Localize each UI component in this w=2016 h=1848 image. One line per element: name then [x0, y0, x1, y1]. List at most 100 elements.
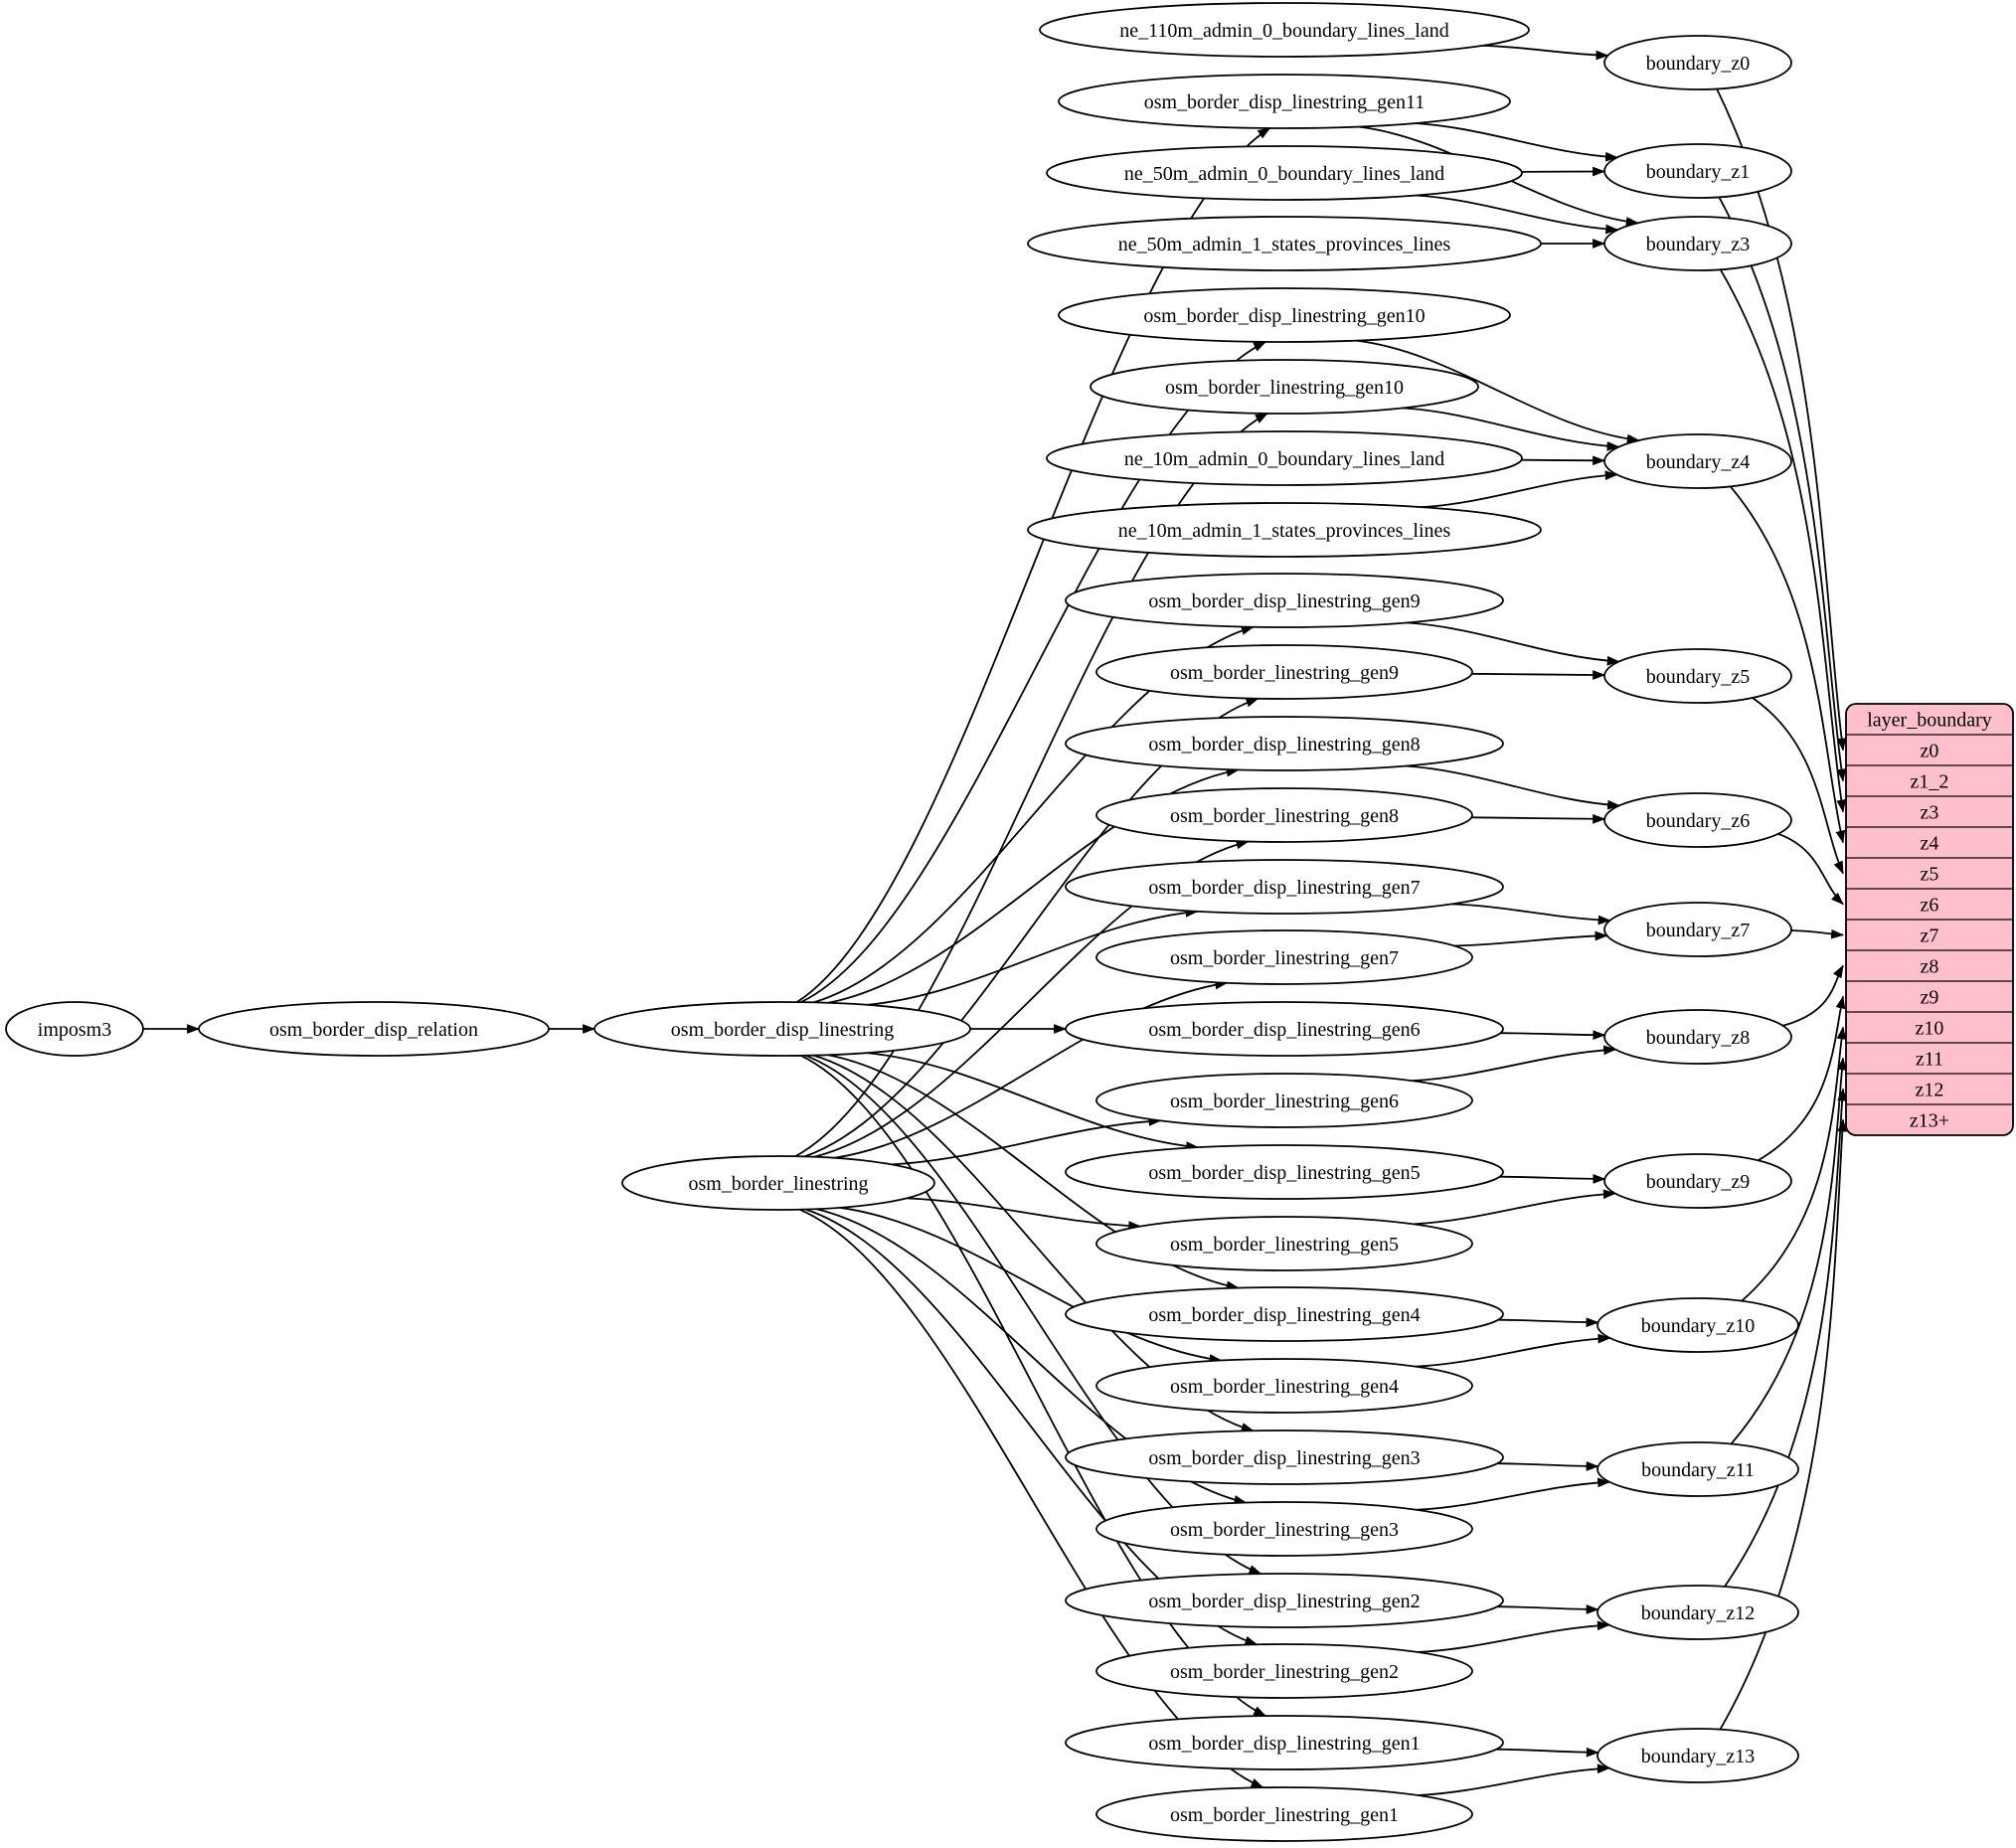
node-shape-osm_border_disp_linestring_gen10: [1058, 287, 1511, 343]
edge-boundary_z5-to-layer_boundary:z5: [1752, 697, 1844, 875]
node-shape-boundary_z12: [1596, 1585, 1799, 1640]
node-osm_border_linestring: osm_border_linestring: [621, 1155, 935, 1211]
node-label-imposm3: imposm3: [38, 1019, 111, 1041]
node-osm_border_disp_linestring_gen2: osm_border_disp_linestring_gen2: [1065, 1573, 1504, 1628]
node-shape-osm_border_linestring_gen9: [1095, 644, 1473, 700]
node-shape-osm_border_linestring_gen8: [1095, 787, 1473, 843]
edge-osm_border_linestring-to-osm_border_linestring_gen5: [906, 1197, 1142, 1231]
node-shape-boundary_z8: [1603, 1009, 1792, 1065]
node-label-osm_border_disp_linestring_gen2: osm_border_disp_linestring_gen2: [1148, 1591, 1420, 1612]
node-osm_border_linestring_gen2: osm_border_linestring_gen2: [1095, 1643, 1473, 1699]
node-label-osm_border_disp_linestring_gen4: osm_border_disp_linestring_gen4: [1148, 1304, 1420, 1326]
table-row-z13+: z13+: [1910, 1110, 1949, 1132]
edge-osm_border_disp_linestring-to-osm_border_disp_linestring_gen5: [866, 1052, 1200, 1151]
node-osm_border_disp_linestring_gen5: osm_border_disp_linestring_gen5: [1065, 1144, 1504, 1200]
node-shape-osm_border_linestring_gen10: [1090, 359, 1479, 415]
node-boundary_z10: boundary_z10: [1596, 1297, 1799, 1353]
edge-osm_border_disp_linestring-to-osm_border_disp_linestring_gen11: [796, 127, 1271, 1003]
node-shape-osm_border_linestring_gen6: [1095, 1073, 1473, 1128]
node-shape-boundary_z5: [1603, 648, 1792, 704]
node-shape-boundary_z13: [1596, 1728, 1799, 1783]
node-label-ne_50m_admin_0_boundary_lines_land: ne_50m_admin_0_boundary_lines_land: [1124, 163, 1444, 185]
node-shape-osm_border_disp_linestring_gen6: [1065, 1001, 1504, 1057]
node-label-boundary_z3: boundary_z3: [1646, 234, 1750, 255]
node-label-osm_border_linestring_gen1: osm_border_linestring_gen1: [1170, 1804, 1399, 1826]
node-boundary_z12: boundary_z12: [1596, 1585, 1799, 1640]
node-label-osm_border_linestring_gen7: osm_border_linestring_gen7: [1170, 947, 1399, 969]
node-label-osm_border_disp_linestring_gen1: osm_border_disp_linestring_gen1: [1148, 1733, 1420, 1755]
node-shape-osm_border_linestring_gen2: [1095, 1643, 1473, 1699]
node-osm_border_disp_linestring_gen11: osm_border_disp_linestring_gen11: [1058, 74, 1511, 129]
edge-osm_border_linestring_gen8-to-boundary_z6: [1471, 813, 1606, 824]
node-label-boundary_z8: boundary_z8: [1646, 1027, 1750, 1049]
layer-boundary-table: layer_boundaryz0z1_2z3z4z5z6z7z8z9z10z11…: [1845, 703, 2014, 1136]
node-shape-boundary_z4: [1603, 433, 1792, 489]
node-label-osm_border_disp_linestring_gen3: osm_border_disp_linestring_gen3: [1148, 1447, 1420, 1469]
node-label-boundary_z1: boundary_z1: [1646, 161, 1750, 183]
node-shape-osm_border_disp_linestring_gen3: [1065, 1429, 1504, 1485]
node-shape-boundary_z10: [1596, 1297, 1799, 1353]
node-boundary_z6: boundary_z6: [1603, 792, 1792, 848]
node-osm_border_linestring_gen4: osm_border_linestring_gen4: [1095, 1358, 1473, 1414]
node-label-boundary_z13: boundary_z13: [1641, 1746, 1755, 1767]
edge-osm_border_linestring_gen5-to-boundary_z9: [1413, 1189, 1616, 1226]
node-osm_border_disp_relation: osm_border_disp_relation: [198, 1001, 550, 1057]
node-osm_border_linestring_gen10: osm_border_linestring_gen10: [1090, 359, 1479, 415]
node-label-boundary_z10: boundary_z10: [1641, 1315, 1755, 1337]
node-osm_border_linestring_gen7: osm_border_linestring_gen7: [1095, 929, 1473, 985]
node-boundary_z8: boundary_z8: [1603, 1009, 1792, 1065]
node-label-osm_border_disp_linestring_gen9: osm_border_disp_linestring_gen9: [1148, 590, 1420, 612]
node-osm_border_disp_linestring_gen10: osm_border_disp_linestring_gen10: [1058, 287, 1511, 343]
node-ne_10m_admin_1_states_provinces_lines: ne_10m_admin_1_states_provinces_lines: [1027, 502, 1542, 558]
node-label-osm_border_disp_linestring_gen5: osm_border_disp_linestring_gen5: [1148, 1162, 1420, 1184]
node-shape-imposm3: [5, 1001, 144, 1057]
node-boundary_z4: boundary_z4: [1603, 433, 1792, 489]
table-row-z10: z10: [1916, 1018, 1944, 1040]
node-label-osm_border_linestring: osm_border_linestring: [688, 1173, 868, 1195]
node-label-osm_border_disp_linestring_gen7: osm_border_disp_linestring_gen7: [1148, 877, 1420, 899]
node-shape-osm_border_disp_linestring: [593, 1001, 971, 1057]
edge-boundary_z8-to-layer_boundary:z8: [1782, 964, 1844, 1027]
node-shape-osm_border_linestring: [621, 1155, 935, 1211]
node-label-osm_border_linestring_gen3: osm_border_linestring_gen3: [1170, 1519, 1399, 1541]
table-row-z5: z5: [1921, 864, 1939, 886]
node-label-osm_border_disp_linestring_gen6: osm_border_disp_linestring_gen6: [1148, 1019, 1420, 1041]
node-label-boundary_z4: boundary_z4: [1646, 451, 1750, 473]
node-osm_border_linestring_gen1: osm_border_linestring_gen1: [1095, 1786, 1473, 1842]
edge-osm_border_disp_linestring_gen2-to-boundary_z12: [1497, 1604, 1599, 1614]
edge-osm_border_disp_linestring_gen11-to-boundary_z1: [1414, 122, 1618, 162]
node-boundary_z3: boundary_z3: [1603, 216, 1792, 271]
node-shape-osm_border_disp_linestring_gen2: [1065, 1573, 1504, 1628]
node-label-boundary_z5: boundary_z5: [1646, 666, 1750, 688]
edge-boundary_z3-to-layer_boundary:z3: [1719, 268, 1847, 813]
node-ne_50m_admin_1_states_provinces_lines: ne_50m_admin_1_states_provinces_lines: [1027, 216, 1542, 271]
edge-osm_border_disp_linestring_gen10-to-boundary_z4: [1356, 339, 1640, 444]
node-label-boundary_z12: boundary_z12: [1641, 1602, 1755, 1624]
node-osm_border_linestring_gen3: osm_border_linestring_gen3: [1095, 1501, 1473, 1557]
node-shape-osm_border_linestring_gen4: [1095, 1358, 1473, 1414]
node-label-osm_border_linestring_gen10: osm_border_linestring_gen10: [1165, 377, 1404, 399]
node-shape-boundary_z6: [1603, 792, 1792, 848]
edge-osm_border_linestring-to-osm_border_linestring_gen6: [891, 1116, 1162, 1166]
edge-osm_border_linestring-to-osm_border_linestring_gen7: [834, 979, 1229, 1159]
edge-ne_50m_admin_0_boundary_lines_land-to-boundary_z3: [1415, 194, 1619, 235]
edge-boundary_z9-to-layer_boundary:z9: [1758, 995, 1846, 1162]
edge-boundary_z1-to-layer_boundary:z1_2: [1718, 196, 1847, 782]
node-shape-boundary_z11: [1596, 1441, 1799, 1497]
node-shape-osm_border_linestring_gen5: [1095, 1216, 1473, 1271]
edge-osm_border_linestring_gen10-to-boundary_z4: [1402, 407, 1620, 451]
node-shape-ne_10m_admin_1_states_provinces_lines: [1027, 502, 1542, 558]
node-shape-osm_border_disp_linestring_gen9: [1065, 573, 1504, 628]
edge-boundary_z13-to-layer_boundary:z13+: [1719, 1118, 1848, 1731]
node-shape-osm_border_disp_relation: [198, 1001, 550, 1057]
node-shape-osm_border_linestring_gen7: [1095, 929, 1473, 985]
edge-osm_border_disp_linestring-to-osm_border_disp_linestring_gen4: [827, 1054, 1240, 1291]
node-osm_border_disp_linestring_gen8: osm_border_disp_linestring_gen8: [1065, 716, 1504, 771]
edge-osm_border_linestring_gen3-to-boundary_z11: [1416, 1477, 1611, 1511]
node-label-osm_border_linestring_gen9: osm_border_linestring_gen9: [1170, 662, 1399, 684]
edge-boundary_z11-to-layer_boundary:z11: [1730, 1057, 1847, 1445]
node-osm_border_disp_linestring: osm_border_disp_linestring: [593, 1001, 971, 1057]
node-shape-osm_border_disp_linestring_gen5: [1065, 1144, 1504, 1200]
